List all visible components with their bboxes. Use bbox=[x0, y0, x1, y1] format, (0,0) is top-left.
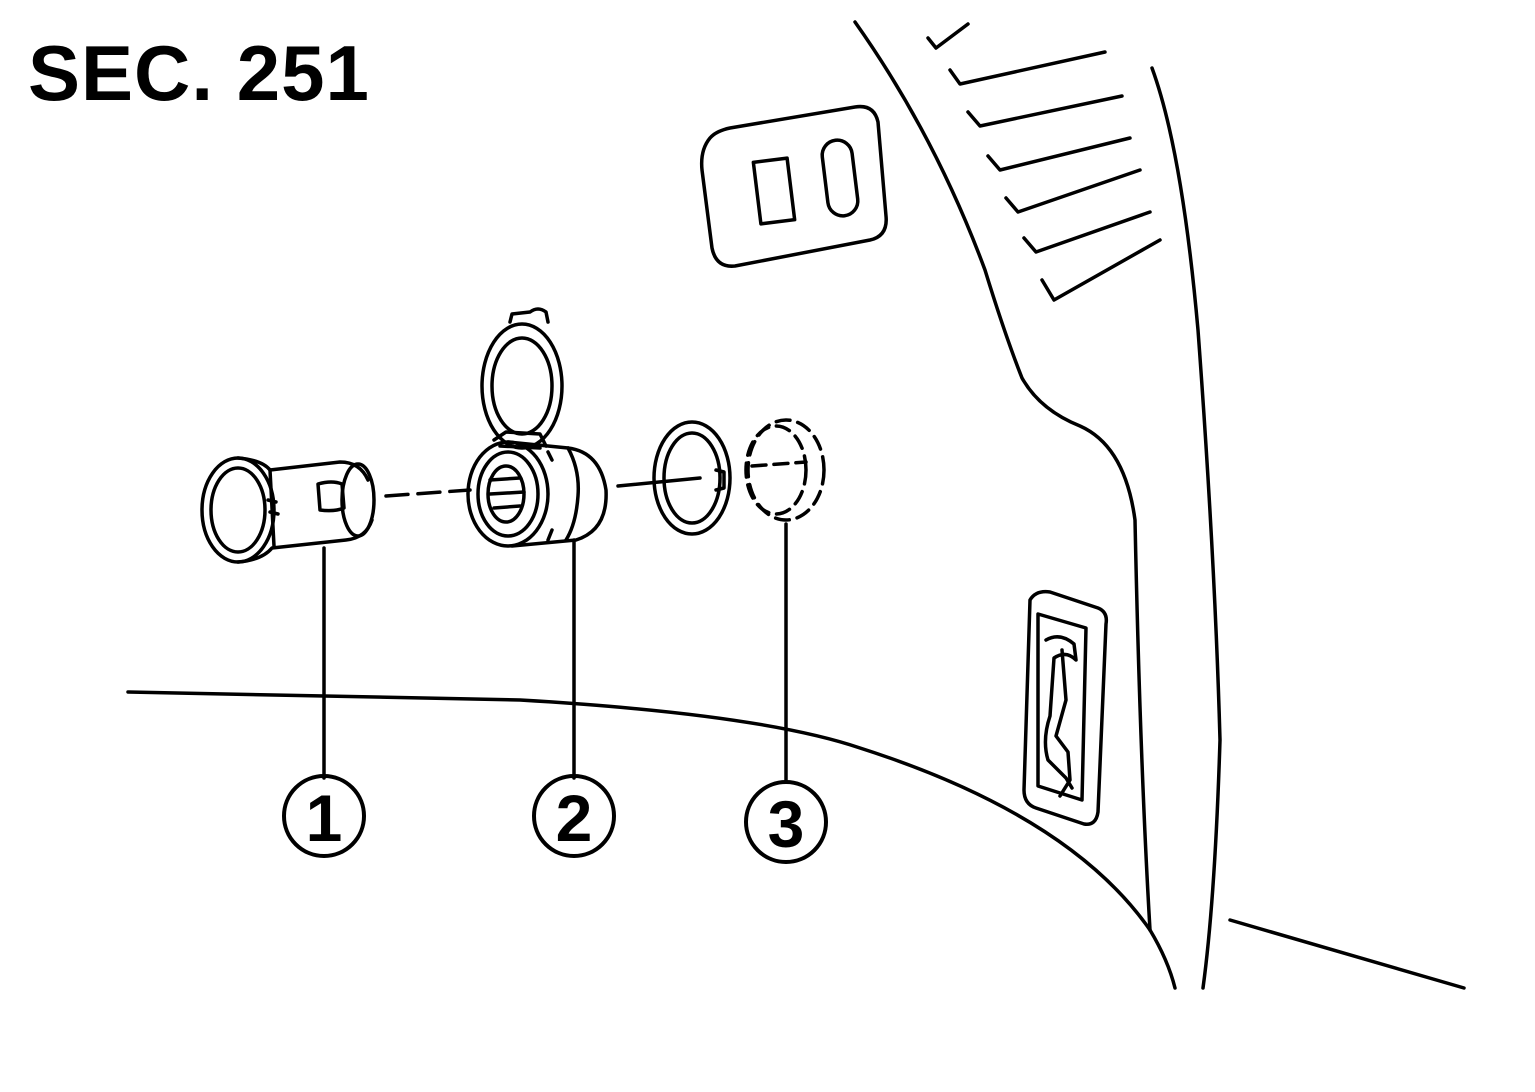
callout-3: 3 bbox=[744, 780, 828, 864]
alignment-line-solid bbox=[616, 476, 702, 488]
switch-panel bbox=[699, 104, 888, 268]
trim-panel bbox=[126, 20, 1466, 990]
latch-recess bbox=[1022, 589, 1109, 826]
callout-1: 1 bbox=[282, 774, 366, 858]
vent-grille bbox=[926, 22, 1162, 302]
panel-lower-right-edge bbox=[1228, 918, 1466, 990]
leader-lines bbox=[322, 522, 788, 784]
callout-2-number: 2 bbox=[556, 781, 593, 855]
panel-hole bbox=[744, 418, 826, 522]
power-outlet bbox=[466, 307, 608, 548]
callout-2: 2 bbox=[532, 774, 616, 858]
callout-1-number: 1 bbox=[306, 781, 343, 855]
pillar-inner-edge bbox=[853, 20, 1152, 932]
panel-floor-edge bbox=[126, 690, 1177, 990]
section-label: SEC. 251 bbox=[28, 29, 370, 117]
pillar-outer-edge bbox=[1150, 66, 1222, 990]
retainer-ring bbox=[652, 420, 732, 536]
callout-3-number: 3 bbox=[768, 787, 805, 861]
alignment-line-dashed bbox=[384, 488, 472, 498]
socket-insert bbox=[200, 456, 376, 564]
